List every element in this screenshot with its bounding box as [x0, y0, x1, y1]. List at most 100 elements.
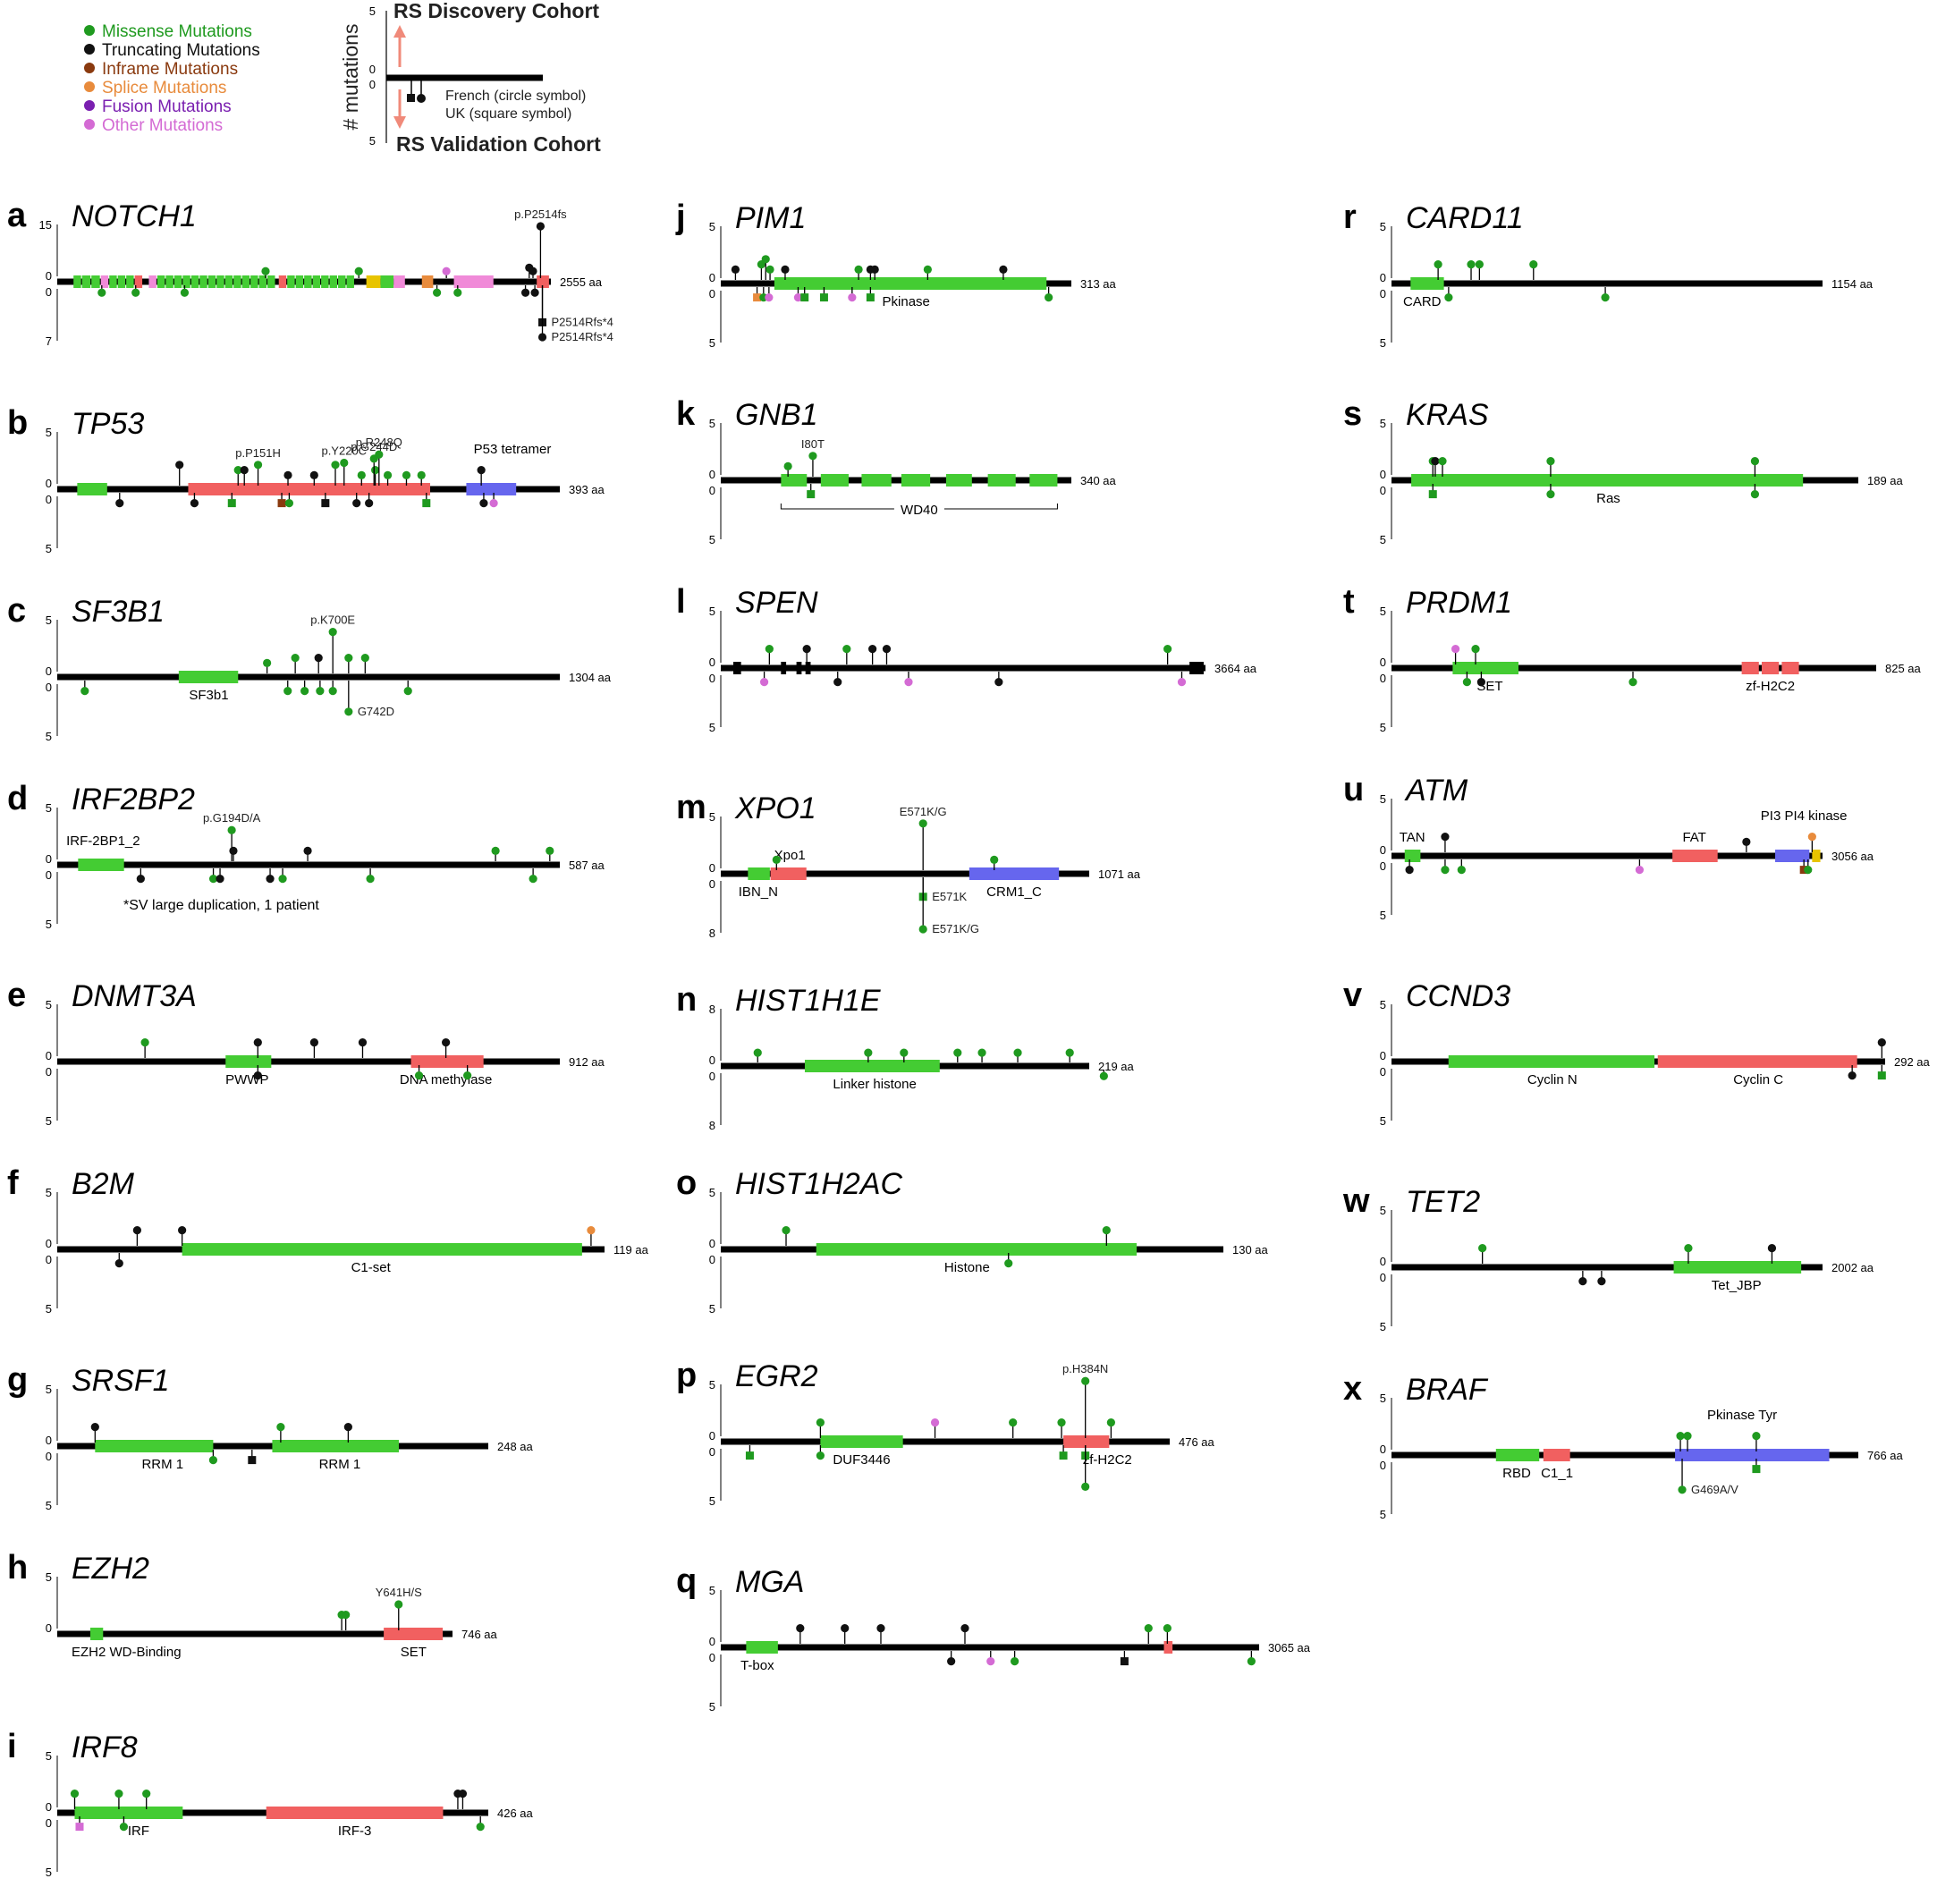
mutation-circle-marker: [782, 1226, 791, 1235]
mutation-square-marker: [1059, 1451, 1068, 1460]
mutation-label: p.H384N: [1062, 1362, 1108, 1375]
y-tick-label: 0: [46, 1253, 52, 1266]
y-tick-label: 0: [1380, 656, 1386, 669]
mutations-axis-label: # mutations: [339, 24, 362, 131]
mutation-circle-marker: [870, 265, 879, 274]
y-tick-label: 8: [709, 1003, 715, 1016]
mutation-circle-marker: [546, 846, 554, 856]
y-tick-label: 5: [1380, 909, 1386, 922]
protein-domain: [287, 275, 295, 288]
y-tick-label: 0: [709, 287, 715, 300]
protein-domain: [199, 275, 207, 288]
mutation-circle-marker: [489, 499, 498, 508]
mutation-circle-marker: [476, 1823, 485, 1832]
mutation-circle-marker: [316, 687, 325, 696]
mutation-circle-marker: [1578, 1277, 1587, 1286]
protein-domain: [338, 275, 346, 288]
mutation-circle-marker: [1011, 1657, 1019, 1666]
mutation-circle-marker: [283, 687, 292, 696]
mutation-circle-marker: [90, 1423, 99, 1432]
mutation-circle-marker: [1441, 833, 1450, 842]
protein-domain: [272, 1440, 399, 1452]
mutation-circle-marker: [923, 265, 932, 274]
mutation-circle-marker: [765, 265, 774, 274]
y-tick-label: 0: [1380, 1459, 1386, 1472]
y-tick-label: 0: [709, 1237, 715, 1250]
y-tick-label: 5: [1380, 336, 1386, 350]
protein-domain: [796, 662, 802, 674]
y-tick-label: 0: [1380, 1255, 1386, 1268]
y-tick-label: 0: [709, 1070, 715, 1083]
protein-length-label: 313 aa: [1080, 277, 1117, 291]
y-tick-label: 0: [709, 672, 715, 685]
mutation-circle-marker: [402, 470, 411, 480]
protein-domain: [366, 275, 381, 288]
mutation-circle-marker: [263, 658, 272, 668]
y-tick-label: 0: [1380, 859, 1386, 873]
gene-name: BRAF: [1406, 1373, 1489, 1407]
y-tick-label: 0: [46, 285, 52, 299]
legend-label: Splice Mutations: [102, 79, 226, 97]
protein-domain: [1410, 277, 1444, 290]
truncating-dot-icon: [84, 44, 95, 55]
domain-label: Linker histone: [833, 1077, 916, 1092]
y-tick-label: 0: [46, 681, 52, 694]
mutation-circle-marker: [841, 1624, 850, 1633]
mutation-circle-marker: [848, 293, 857, 302]
y-tick-label: 5: [46, 614, 52, 627]
panel-letter: j: [675, 199, 686, 236]
protein-domain: [258, 275, 267, 288]
protein-domain: [384, 1628, 444, 1640]
protein-domain: [861, 474, 892, 487]
legend-label: Inframe Mutations: [102, 60, 238, 79]
mutation-circle-marker: [1546, 490, 1555, 499]
domain-label: DUF3446: [833, 1452, 890, 1468]
y-tick-label: 5: [709, 533, 715, 546]
mutation-circle-marker: [1163, 645, 1172, 654]
domain-label: RBD: [1502, 1466, 1531, 1481]
protein-domain: [134, 275, 143, 288]
y-tick-label: 5: [46, 918, 52, 931]
mutation-circle-marker: [1635, 866, 1645, 875]
protein-length-label: 119 aa: [613, 1243, 649, 1257]
mutation-circle-marker: [1807, 833, 1816, 842]
mutation-circle-marker: [328, 628, 337, 637]
y-tick-label: 5: [709, 1186, 715, 1199]
protein-domain: [820, 474, 849, 487]
protein-domain: [1163, 1641, 1173, 1654]
gene-name: PIM1: [735, 201, 806, 235]
mutation-circle-marker: [753, 1048, 762, 1057]
protein-domain: [1063, 1435, 1110, 1448]
mutation-circle-marker: [233, 466, 242, 475]
y-tick-label: 5: [46, 1114, 52, 1128]
legend-item-splice: Splice Mutations: [84, 79, 226, 97]
y-tick-label: 0: [46, 1065, 52, 1079]
mutation-square-marker: [745, 1451, 754, 1460]
y-tick-label: 0: [709, 861, 715, 875]
protein-domain: [1673, 1261, 1802, 1274]
mutation-circle-marker: [529, 267, 537, 275]
mutation-circle-marker: [1742, 837, 1751, 847]
mutation-square-marker: [422, 499, 431, 508]
mutation-circle-marker: [947, 1657, 956, 1666]
domain-label: Tet_JBP: [1712, 1278, 1762, 1293]
mutation-circle-marker: [433, 288, 442, 297]
domain-label: IRF: [128, 1824, 149, 1839]
mutation-circle-marker: [536, 222, 546, 231]
protein-domain: [1741, 662, 1759, 674]
mutation-circle-marker: [587, 1226, 596, 1235]
y-tick-label: 5: [46, 542, 52, 555]
mutation-circle-marker: [854, 265, 863, 274]
y-tick-label: 0: [46, 1816, 52, 1830]
legend-item-fusion: Fusion Mutations: [84, 97, 232, 116]
gene-name: SPEN: [735, 586, 818, 620]
y-tick-label: 5: [46, 998, 52, 1011]
gene-name: GNB1: [735, 398, 818, 432]
mutation-circle-marker: [1065, 1048, 1074, 1057]
protein-length-label: 219 aa: [1098, 1060, 1135, 1073]
mutation-circle-marker: [864, 1048, 873, 1057]
